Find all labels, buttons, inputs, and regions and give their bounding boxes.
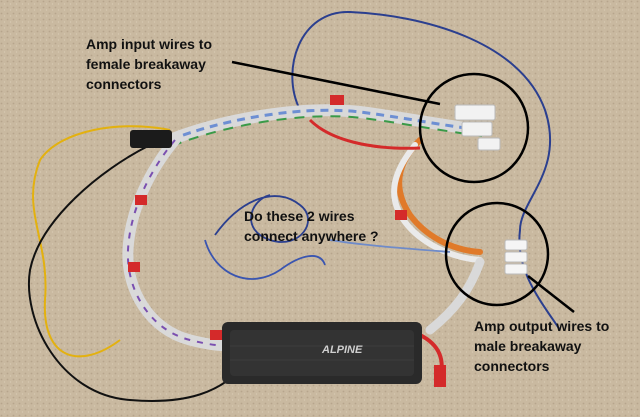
red-connector xyxy=(434,365,446,387)
red-tape xyxy=(210,330,222,340)
amplifier: ALPINE xyxy=(222,322,422,384)
red-tape xyxy=(330,95,344,105)
callout-amp-input: Amp input wires to female breakaway conn… xyxy=(86,36,212,92)
output-wire-bundle xyxy=(425,257,485,335)
annotation-circle-output xyxy=(444,201,550,307)
harness-bundle-right-white xyxy=(391,142,483,263)
annotation-arrow-input xyxy=(231,60,441,106)
inline-plug xyxy=(130,130,172,148)
callout-question: Do these 2 wires connect anywhere ? xyxy=(244,208,379,244)
harness-bundle-top-green xyxy=(171,115,483,147)
callout-amp-output: Amp output wires to male breakaway conne… xyxy=(474,318,610,374)
red-tape xyxy=(395,210,407,220)
loose-blue-wire-1 xyxy=(214,194,309,243)
female-connectors xyxy=(454,104,501,151)
amp-brand-logo: ALPINE xyxy=(321,344,363,356)
loose-blue-wire-2 xyxy=(204,239,326,280)
blue-wire-right xyxy=(329,239,451,253)
red-tape xyxy=(135,195,147,205)
black-wire xyxy=(28,144,241,402)
red-wire-top xyxy=(308,118,421,150)
red-tape xyxy=(128,262,140,272)
harness-bundle-left-colors xyxy=(126,139,251,347)
harness-bundle-top xyxy=(164,104,486,146)
annotation-arrow-output xyxy=(527,275,575,313)
yellow-wire xyxy=(32,125,171,358)
annotation-circle-input xyxy=(418,72,530,184)
male-connectors xyxy=(504,239,528,275)
